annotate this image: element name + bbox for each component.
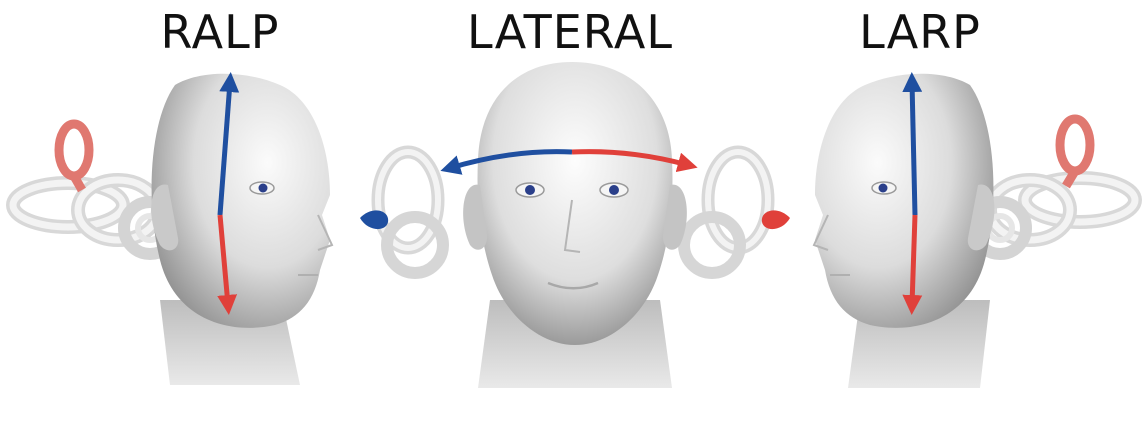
lateral-canal-blue bbox=[360, 210, 388, 229]
ralp-inner-ear bbox=[13, 124, 176, 254]
larp-inner-ear bbox=[974, 119, 1135, 254]
lateral-inner-ear-left bbox=[360, 152, 443, 273]
larp-eye bbox=[879, 184, 888, 193]
lateral-panel bbox=[360, 62, 790, 388]
ralp-eye bbox=[259, 184, 268, 193]
lateral-eye-right bbox=[609, 185, 619, 195]
larp-panel bbox=[814, 74, 1135, 388]
ralp-head bbox=[152, 74, 330, 328]
larp-arrow-up bbox=[912, 82, 915, 215]
ralp-canal-red bbox=[59, 124, 89, 176]
larp-head bbox=[815, 74, 993, 328]
ralp-panel bbox=[13, 74, 332, 385]
larp-canal-red bbox=[1060, 119, 1090, 171]
lateral-head bbox=[478, 62, 673, 345]
lateral-canal-red bbox=[762, 210, 790, 229]
larp-arrow-down bbox=[912, 215, 915, 305]
lateral-inner-ear-right bbox=[684, 152, 790, 273]
lateral-eye-left bbox=[525, 185, 535, 195]
